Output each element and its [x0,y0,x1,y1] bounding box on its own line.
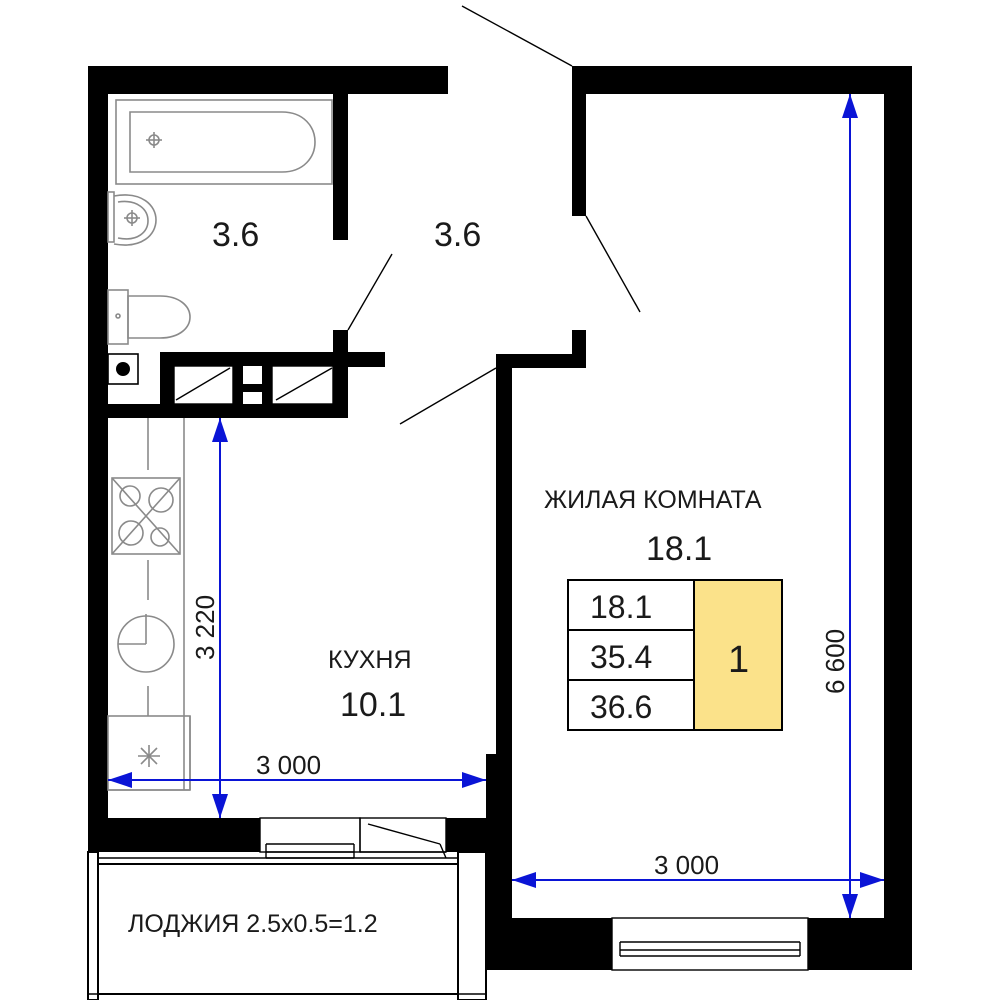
walls [88,66,912,970]
bathroom-area: 3.6 [212,216,259,254]
dimension-kitchen-width: 3 000 [108,750,486,788]
kitchen-counter [108,418,191,791]
kitchen-name: КУХНЯ [328,646,412,674]
total-area-value: 35.4 [590,639,652,675]
kitchen-sink-icon [117,614,175,673]
sink-icon [107,191,157,246]
living-width-label: 3 000 [654,850,719,880]
openings [173,5,809,971]
kitchen-depth-label: 3 220 [190,595,220,660]
hall-area: 3.6 [434,216,481,254]
toilet-icon [107,289,191,345]
living-room-name: ЖИЛАЯ КОМНАТА [544,486,762,514]
area-summary-table: 18.1 35.4 36.6 1 [567,579,783,731]
living-area-value: 18.1 [590,589,652,625]
bathtub-icon [115,99,333,185]
boiler-icon [107,353,139,385]
kitchen-area: 10.1 [340,686,406,724]
dimension-kitchen-depth: 3 220 [190,418,228,818]
rooms-count-cell [693,579,783,731]
rooms-count-value: 1 [728,639,749,681]
total-with-loggia-value: 36.6 [590,689,652,725]
stove-icon [111,477,181,555]
dimension-living-depth: 6 600 [820,94,858,918]
kitchen-width-label: 3 000 [256,750,321,780]
fridge-icon [107,715,191,791]
living-depth-label: 6 600 [820,629,850,694]
dimension-living-width: 3 000 [512,850,884,888]
living-room-area: 18.1 [646,530,712,568]
loggia-label: ЛОДЖИЯ 2.5x0.5=1.2 [128,910,378,938]
loggia: ЛОДЖИЯ 2.5x0.5=1.2 [87,851,612,1000]
